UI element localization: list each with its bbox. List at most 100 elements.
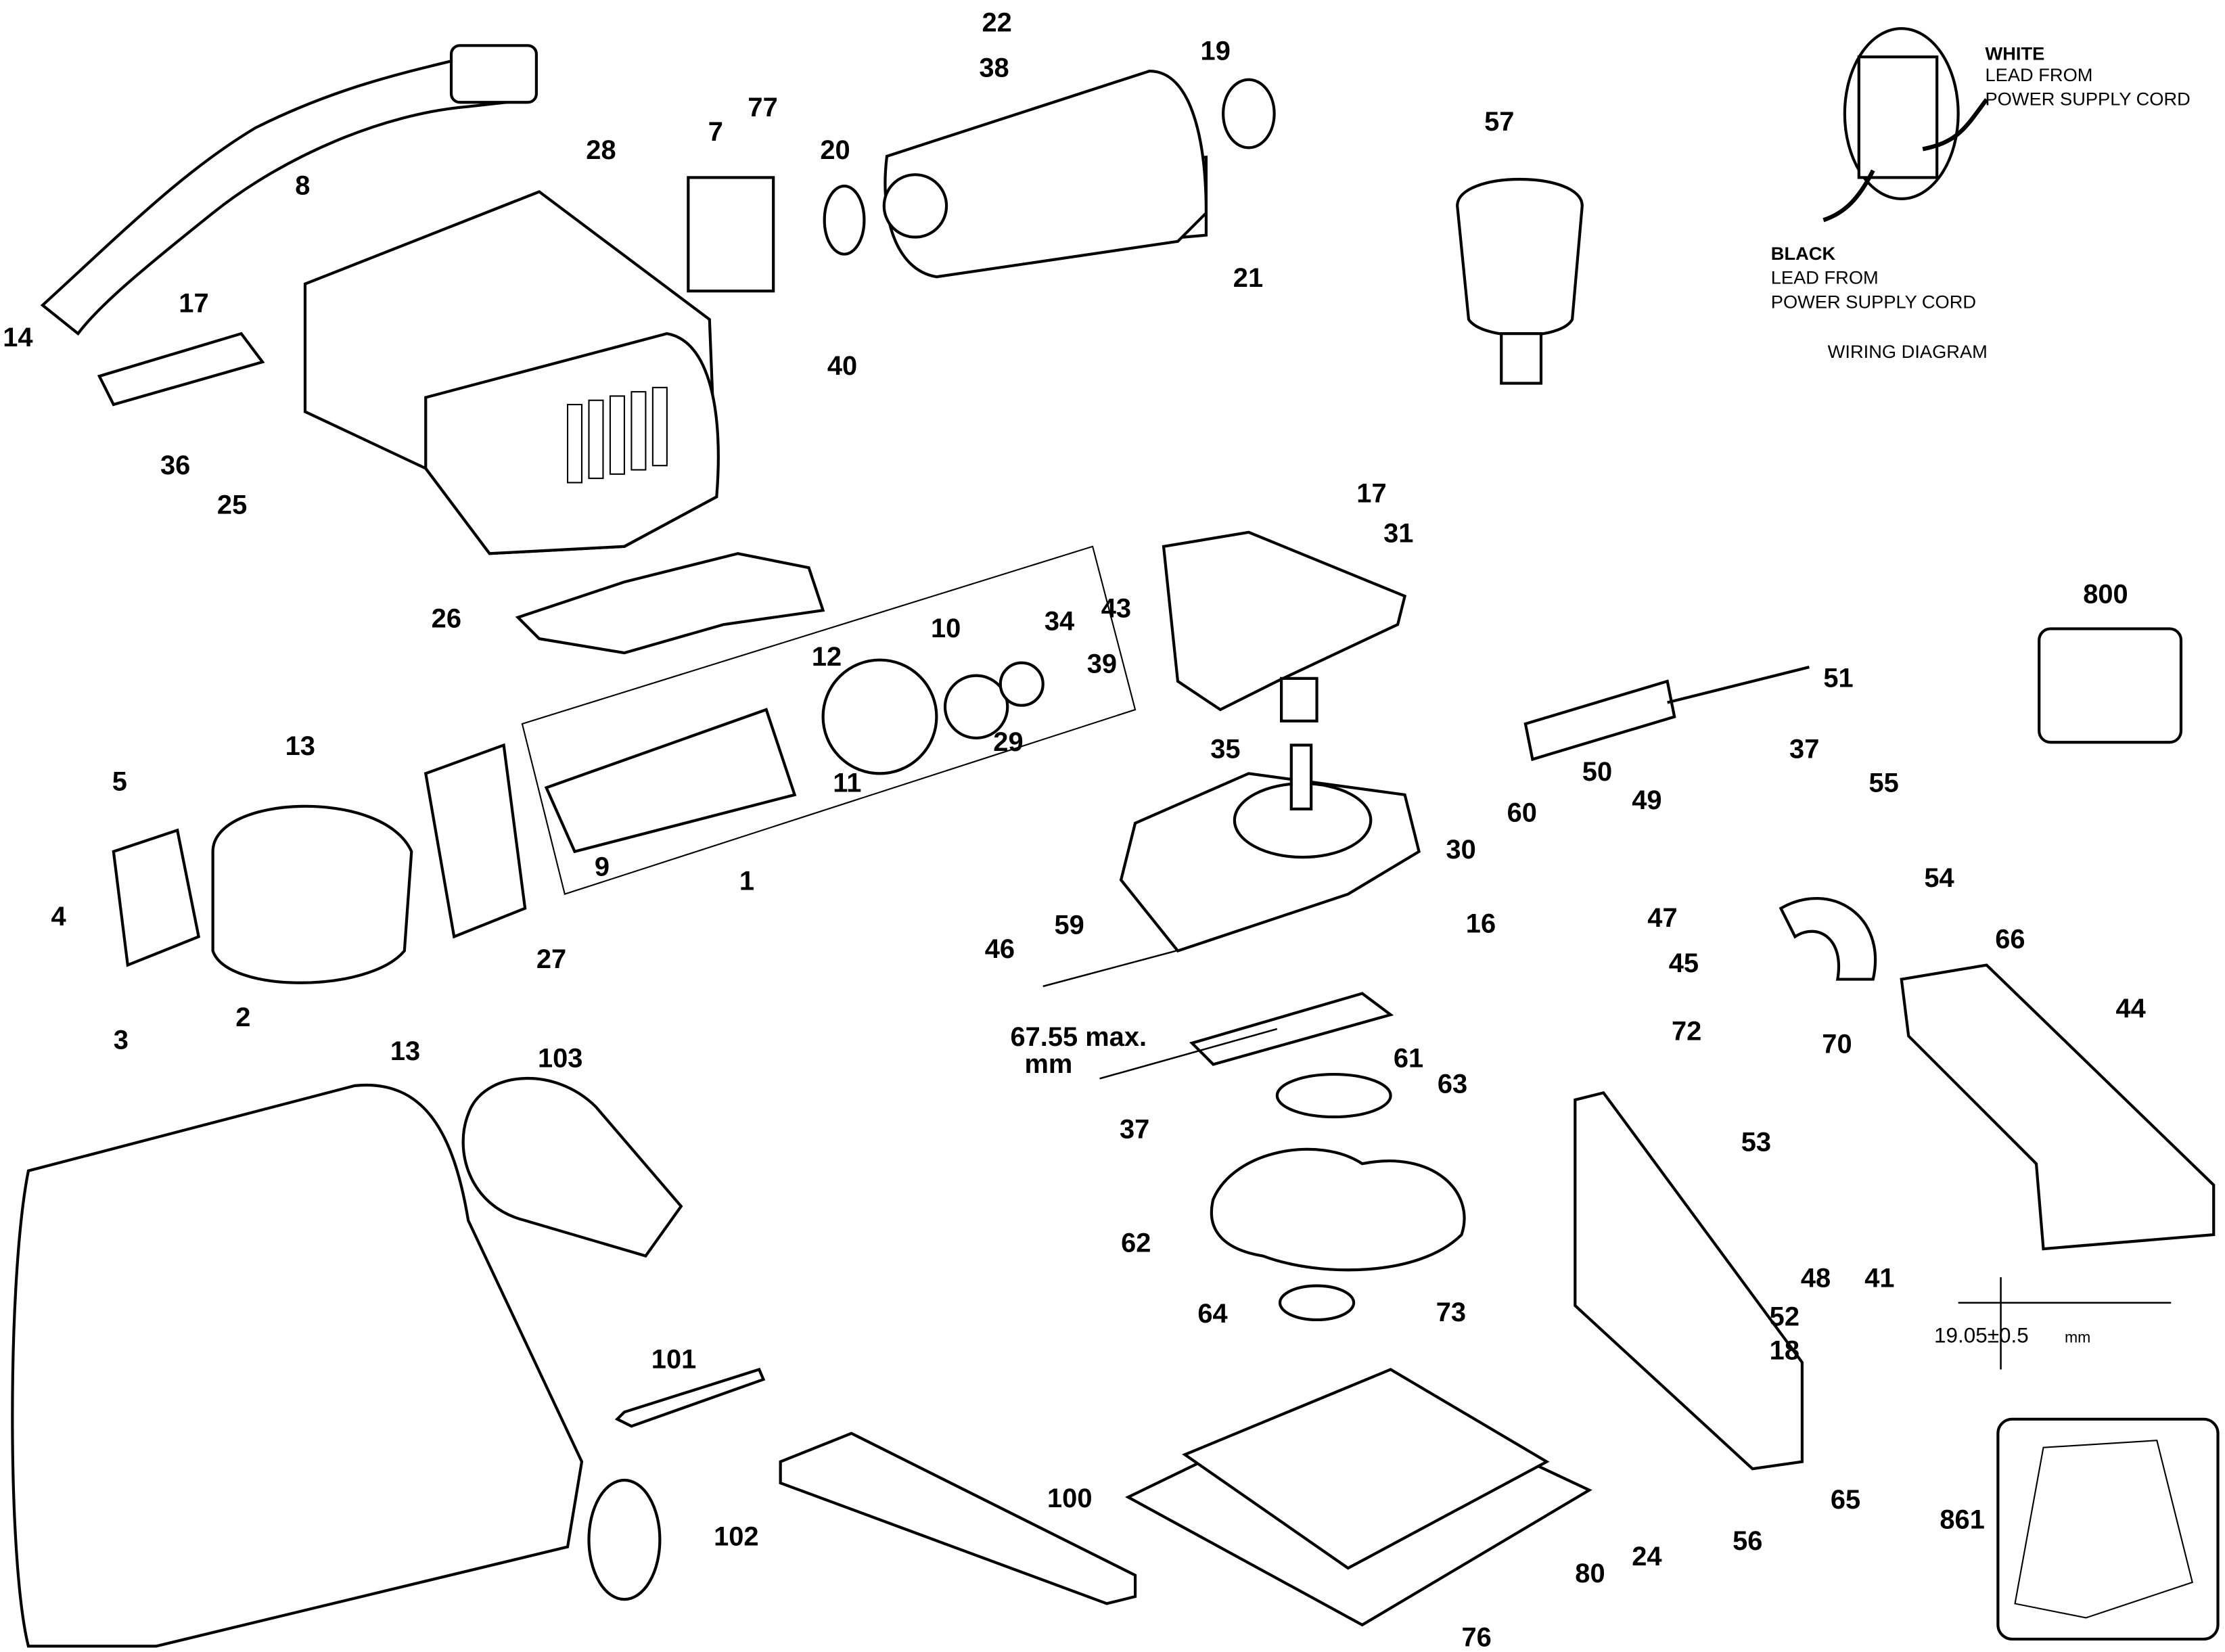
pinion-29 bbox=[999, 661, 1045, 707]
trigger-26 bbox=[515, 552, 825, 655]
callout: 45 bbox=[1669, 948, 1699, 978]
callout: 25 bbox=[217, 490, 247, 520]
callout: 9 bbox=[595, 852, 610, 881]
callout: 76 bbox=[1462, 1622, 1492, 1652]
dimension-depth: 67.55 max. mm bbox=[1010, 946, 1278, 1080]
brush-holder-5 bbox=[112, 828, 201, 967]
callout: 101 bbox=[651, 1344, 696, 1374]
callout: 56 bbox=[1733, 1526, 1762, 1556]
armature-9 bbox=[544, 708, 797, 854]
callout: 39 bbox=[1087, 649, 1117, 679]
dust-port-103 bbox=[461, 1076, 683, 1258]
callout: 11 bbox=[833, 768, 861, 798]
knob-stem bbox=[1500, 332, 1543, 385]
fan-11 bbox=[821, 658, 938, 775]
callout: 35 bbox=[1210, 734, 1240, 764]
callout: 103 bbox=[538, 1044, 582, 1074]
callout: 5 bbox=[112, 767, 127, 797]
callout: 57 bbox=[1484, 107, 1514, 137]
switch-7 bbox=[687, 176, 775, 293]
fence-66 bbox=[1900, 963, 2216, 1251]
base-body bbox=[1182, 1368, 1550, 1570]
callout: 20 bbox=[820, 135, 850, 165]
callout: 28 bbox=[586, 135, 616, 165]
callout: 77 bbox=[748, 93, 777, 122]
callout: 50 bbox=[1582, 757, 1612, 787]
callout: 64 bbox=[1197, 1299, 1227, 1329]
callout: 100 bbox=[1047, 1484, 1092, 1513]
callout: 7 bbox=[708, 117, 723, 147]
callout: 13 bbox=[285, 731, 315, 761]
white-lead-line1: LEAD FROM bbox=[1986, 64, 2093, 85]
callout: 51 bbox=[1823, 663, 1853, 693]
housing-cover bbox=[424, 331, 720, 555]
wrench-101 bbox=[614, 1367, 766, 1428]
height-value: 19.05±0.5 bbox=[1934, 1324, 2029, 1348]
height-unit: mm bbox=[2065, 1329, 2090, 1346]
callout: 8 bbox=[295, 171, 310, 201]
callout: 41 bbox=[1864, 1264, 1894, 1293]
callout: 4 bbox=[51, 902, 66, 932]
depth-unit: mm bbox=[1024, 1049, 1072, 1079]
callout: 1 bbox=[739, 866, 754, 896]
callout: 30 bbox=[1446, 835, 1475, 865]
black-lead-line2: POWER SUPPLY CORD bbox=[1771, 291, 1976, 312]
callout: 61 bbox=[1394, 1044, 1423, 1074]
callout: 54 bbox=[1924, 863, 1954, 893]
adapter-102 bbox=[587, 1478, 662, 1601]
case-861 bbox=[2014, 1440, 2194, 1619]
callout: 861 bbox=[1940, 1505, 1984, 1534]
callout: 34 bbox=[1045, 607, 1074, 637]
depth-value: 67.55 max. bbox=[1010, 1022, 1147, 1052]
callout: 27 bbox=[536, 944, 566, 974]
strain-relief-36 bbox=[97, 331, 265, 407]
callout: 46 bbox=[985, 934, 1015, 964]
callout: 60 bbox=[1507, 798, 1537, 828]
callout: 44 bbox=[2115, 994, 2145, 1024]
callout: 26 bbox=[432, 603, 461, 633]
callouts: 22 19 77 38 20 7 8 28 17 14 36 25 40 21 … bbox=[3, 7, 2146, 1652]
bracket-54 bbox=[1779, 896, 1877, 981]
white-lead-title: WHITE bbox=[1986, 43, 2045, 64]
callout: 31 bbox=[1383, 518, 1413, 548]
dust-bag bbox=[11, 1083, 584, 1648]
bushing-35 bbox=[1280, 676, 1318, 722]
callout: 65 bbox=[1831, 1485, 1860, 1515]
callout: 73 bbox=[1436, 1298, 1466, 1327]
white-lead bbox=[1922, 98, 1989, 152]
callout: 22 bbox=[982, 7, 1012, 37]
callout: 63 bbox=[1438, 1069, 1467, 1099]
callout: 29 bbox=[993, 727, 1023, 757]
dimension-height: 19.05±0.5 mm bbox=[1934, 1277, 2172, 1370]
callout: 21 bbox=[1233, 263, 1263, 293]
o-ring-20 bbox=[823, 184, 866, 256]
callout: 49 bbox=[1632, 785, 1661, 815]
black-lead bbox=[1822, 169, 1875, 223]
baffle-27 bbox=[423, 743, 527, 939]
white-lead-line2: POWER SUPPLY CORD bbox=[1986, 88, 2190, 109]
callout: 16 bbox=[1466, 909, 1496, 938]
armature-box bbox=[521, 545, 1137, 896]
callout: 102 bbox=[714, 1521, 758, 1551]
shaft bbox=[1289, 743, 1313, 810]
black-lead-line1: LEAD FROM bbox=[1771, 267, 1879, 288]
callout: 2 bbox=[235, 1003, 250, 1032]
nut-64 bbox=[1278, 1284, 1356, 1322]
field-2 bbox=[211, 804, 413, 984]
wiring-diagram: WHITE LEAD FROM POWER SUPPLY CORD BLACK … bbox=[1771, 27, 2190, 362]
rod-51 bbox=[1667, 666, 1810, 704]
callout: 3 bbox=[114, 1025, 129, 1055]
callout: 17 bbox=[179, 289, 208, 319]
black-lead-title: BLACK bbox=[1771, 243, 1836, 264]
callout: 55 bbox=[1869, 768, 1899, 798]
callout: 10 bbox=[931, 614, 961, 643]
callout: 19 bbox=[1201, 36, 1231, 66]
wiring-caption: WIRING DIAGRAM bbox=[1828, 341, 1988, 362]
housing-opening bbox=[882, 173, 948, 239]
callout: 59 bbox=[1054, 910, 1084, 940]
spring-50 bbox=[1523, 679, 1676, 762]
callout: 62 bbox=[1121, 1228, 1151, 1258]
callout: 36 bbox=[160, 451, 190, 480]
